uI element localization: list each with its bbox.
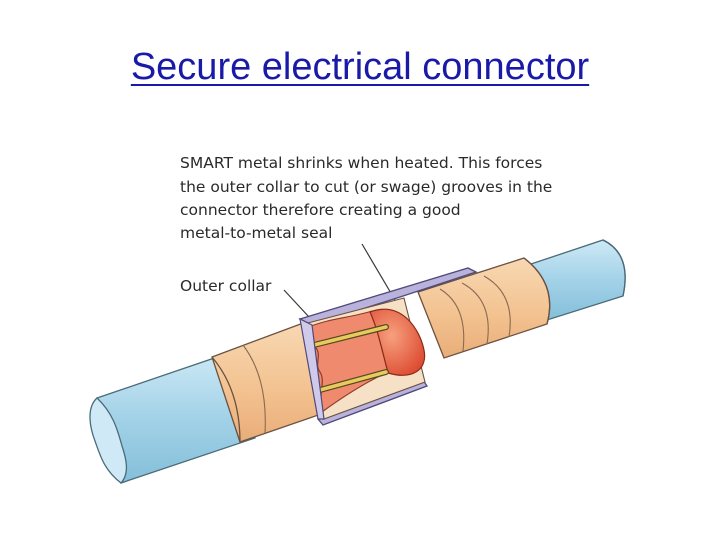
cable-end-face bbox=[89, 397, 128, 484]
annotation-line: connector therefore creating a good bbox=[180, 201, 461, 219]
annotation-text: SMART metal shrinks when heated. This fo… bbox=[180, 154, 552, 242]
outer-collar-leader-line bbox=[283, 289, 310, 318]
left-cable bbox=[89, 351, 256, 484]
annotation-line: the outer collar to cut (or swage) groov… bbox=[180, 178, 552, 196]
outer-collar-outline bbox=[299, 317, 325, 420]
annotation-line: metal-to-metal seal bbox=[180, 224, 332, 242]
right-connector-sleeve bbox=[417, 257, 551, 359]
cutaway-interior bbox=[303, 297, 426, 420]
outer-collar-label: Outer collar bbox=[180, 277, 272, 295]
slide-title[interactable]: Secure electrical connector bbox=[130, 46, 590, 88]
annotation-line: SMART metal shrinks when heated. This fo… bbox=[180, 154, 542, 172]
annotation-leader-line bbox=[361, 243, 396, 301]
